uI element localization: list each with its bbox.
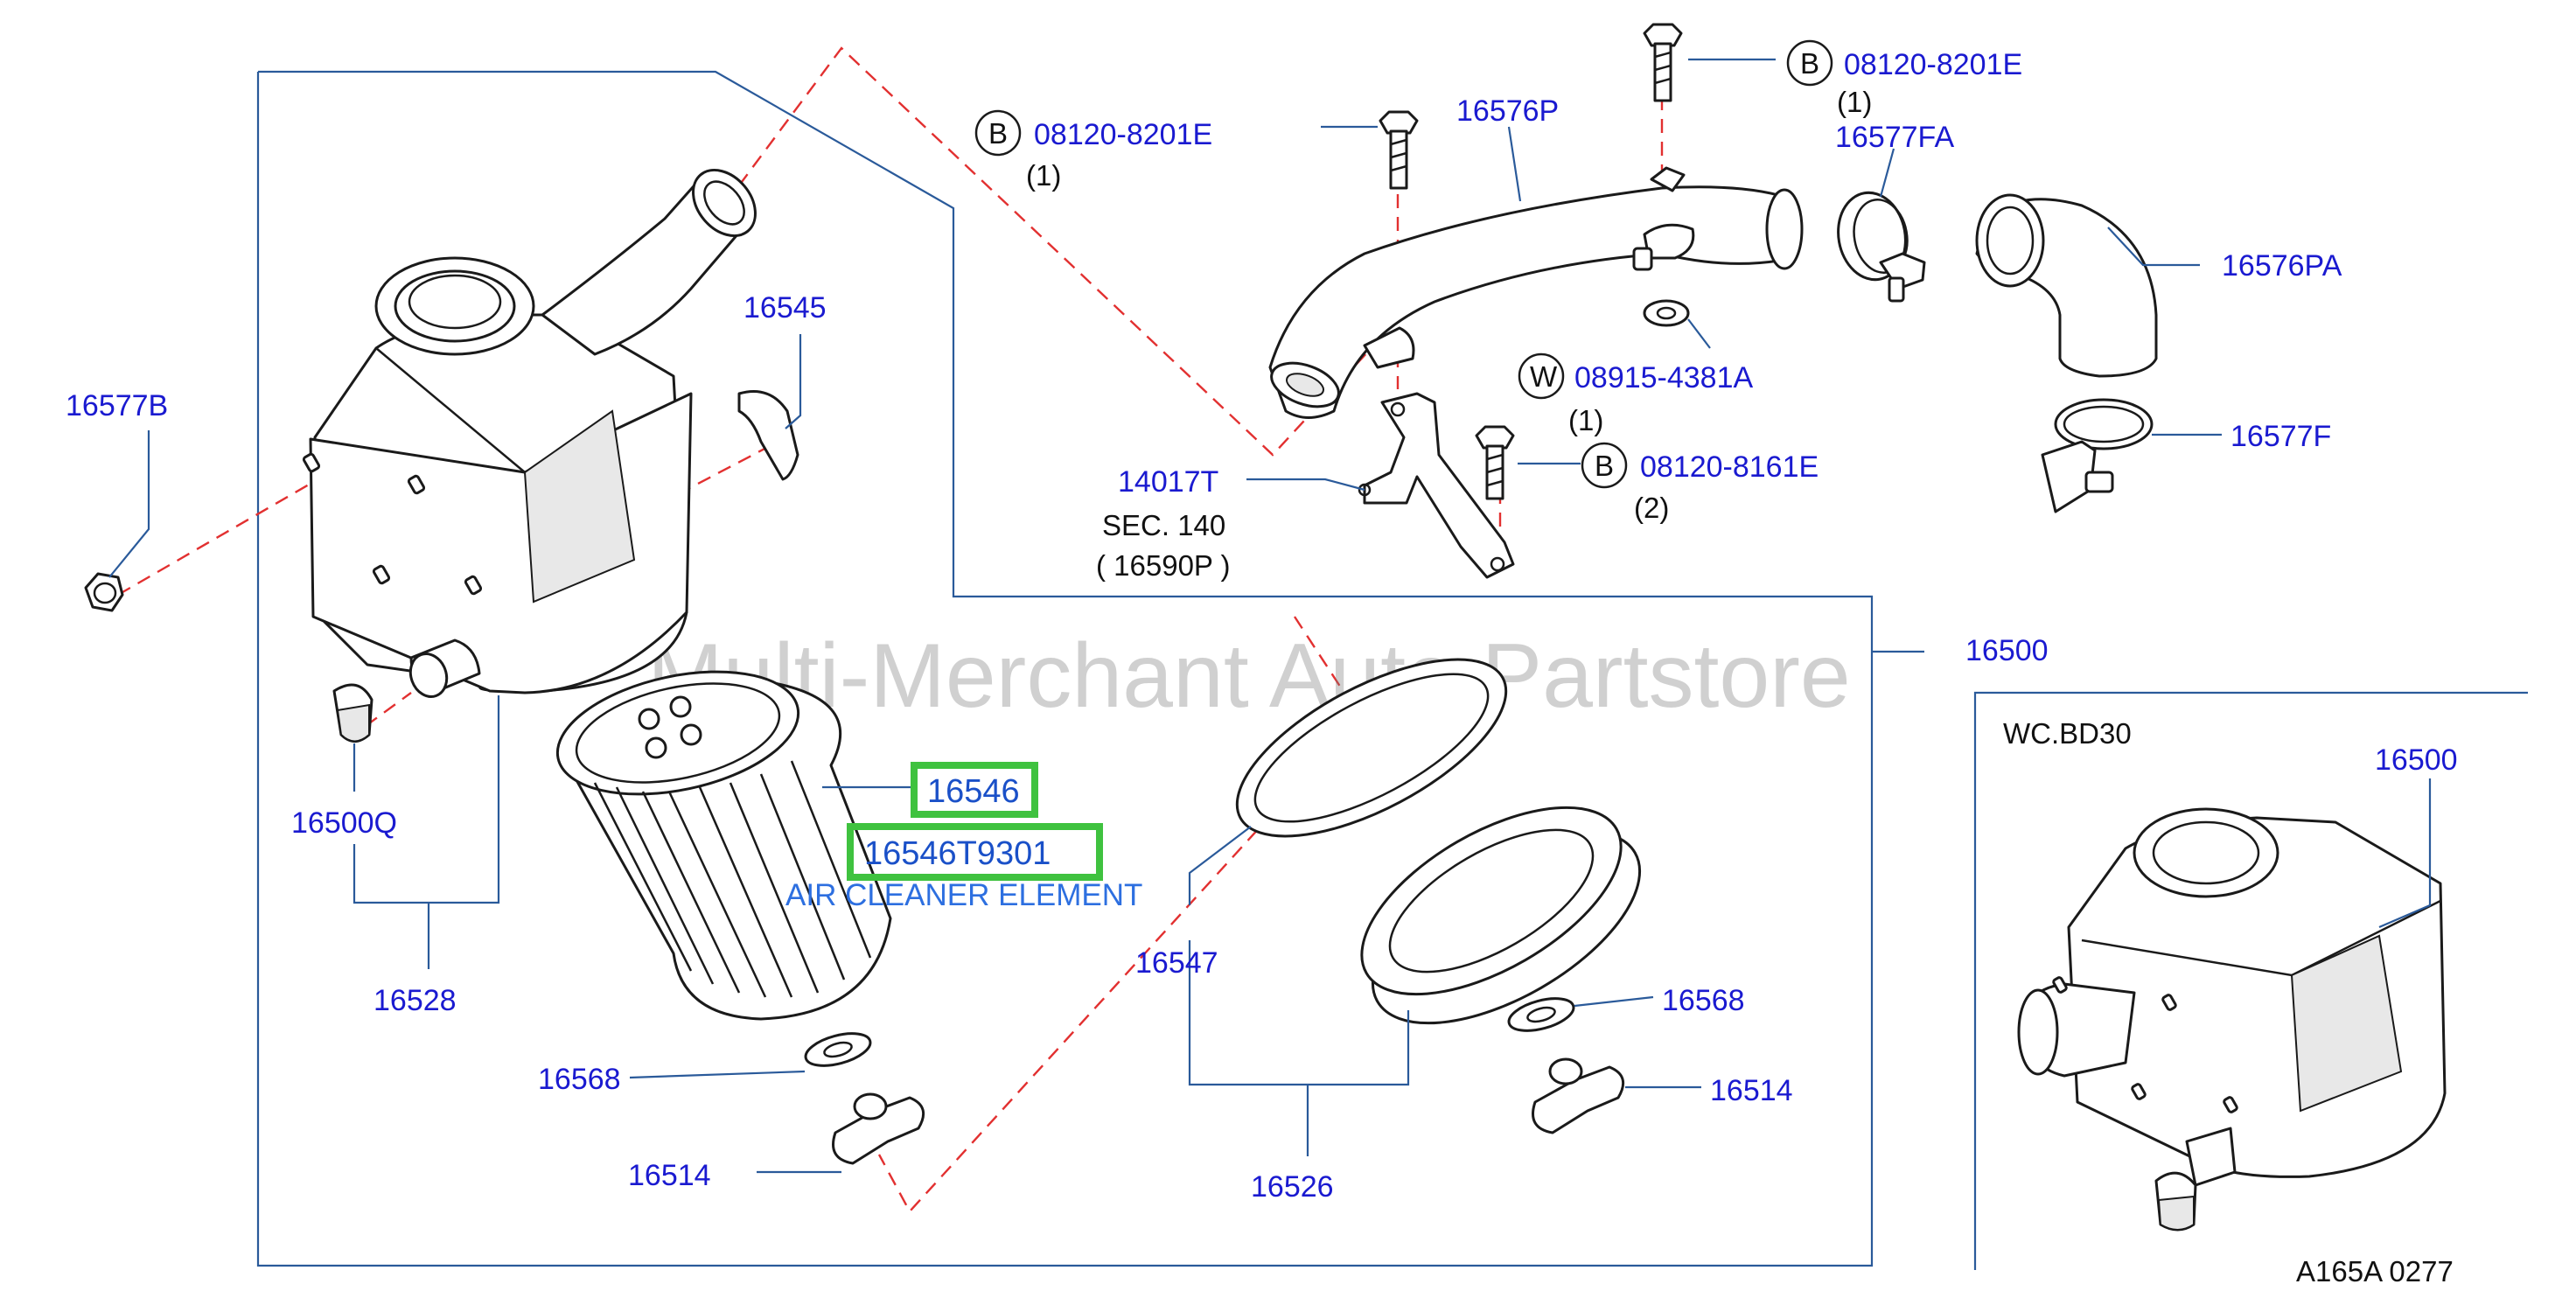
label-16577FA: 16577FA (1835, 121, 1954, 154)
bolt-08120-8161E (1475, 425, 1515, 500)
bracket-14017T (1358, 326, 1515, 579)
washer-16568-left (804, 1032, 872, 1067)
label-16546: 16546 (927, 773, 1020, 810)
label-16500Q: 16500Q (291, 806, 397, 840)
leader-16545 (785, 334, 802, 429)
label-16528: 16528 (373, 984, 457, 1017)
bolt-08120-8201E-top (1643, 23, 1683, 102)
dashed-line-lower (877, 616, 1362, 1214)
wing-bolt-16514-right (1532, 1057, 1625, 1134)
leader-16547 (1188, 940, 1410, 1086)
b-letter-3: B (1595, 450, 1614, 482)
label-16576PA: 16576PA (2222, 249, 2342, 283)
w-letter: W (1530, 360, 1558, 393)
b-circle-2 (1786, 39, 1833, 87)
b-circle-3 (1581, 442, 1628, 489)
label-w-qty: (1) (1568, 404, 1603, 436)
dashed-line-top (738, 46, 1379, 457)
label-16514-left: 16514 (628, 1159, 711, 1192)
label-16568-right: 16568 (1662, 984, 1745, 1017)
b-letter-1: B (988, 117, 1008, 150)
washer-hole-right (1526, 1006, 1556, 1023)
label-16514-right: 16514 (1710, 1074, 1793, 1107)
label-sec-line1: SEC. 140 (1102, 509, 1225, 541)
label-b1-code: 08120-8201E (1034, 118, 1212, 151)
leader-16576P (1507, 126, 1522, 202)
inset-air-cleaner (2017, 807, 2447, 1232)
highlight-box-16546 (911, 762, 1038, 818)
leader-w (1687, 318, 1711, 349)
bolt-08120-8201E-center (1379, 110, 1419, 190)
label-16546T9301: 16546T9301 (864, 835, 1051, 872)
label-b2-code: 08120-8201E (1844, 48, 2022, 81)
washer-16568-right (1507, 997, 1575, 1032)
b-letter-2: B (1800, 47, 1819, 80)
dashed-line-drain (365, 692, 412, 727)
label-b1-qty: (1) (1026, 159, 1061, 192)
hose-16576PA (1975, 193, 2158, 378)
washer-08915-4381A (1643, 299, 1690, 327)
leader-16568-right (1574, 995, 1654, 1008)
label-wc-title: WC.BD30 (2003, 717, 2132, 750)
leader-14017T (1246, 478, 1365, 492)
wing-bolt-16514-left (832, 1092, 925, 1165)
label-16547: 16547 (1135, 946, 1218, 980)
label-sec-line2: ( 16590P ) (1096, 549, 1231, 582)
label-b2-qty: (1) (1837, 86, 1872, 118)
w-circle (1518, 352, 1565, 400)
label-b3-code: 08120-8161E (1640, 450, 1819, 484)
leader-16528 (353, 695, 500, 904)
highlight-box-16546T9301 (847, 823, 1103, 881)
leader-16568-left (629, 1070, 806, 1079)
dashed-line-clip (677, 444, 771, 496)
label-16545: 16545 (743, 291, 827, 324)
label-14017T: 14017T (1118, 465, 1218, 499)
bracket-16545 (737, 390, 799, 481)
label-16500-main: 16500 (1965, 634, 2049, 667)
leader-16547-up (1188, 826, 1252, 905)
duct-16576P (1268, 166, 1804, 419)
label-16526: 16526 (1251, 1170, 1334, 1204)
leader-16577FA (1879, 148, 1895, 198)
leader-16577B (108, 430, 150, 578)
label-diagram-code: A165A 0277 (2296, 1255, 2454, 1288)
assembly-frame (256, 70, 1874, 1267)
b-circle-1 (974, 109, 1022, 157)
drain-valve-16500Q (332, 683, 373, 743)
leader-16576PA (2107, 227, 2200, 267)
gasket-16547 (1235, 658, 1508, 838)
inset-frame (1973, 691, 2528, 1270)
air-cleaner-housing (302, 168, 757, 698)
label-16576P: 16576P (1456, 94, 1559, 128)
label-16577F: 16577F (2230, 420, 2331, 453)
nut-16577B (84, 572, 124, 612)
label-air-cleaner-element: AIR CLEANER ELEMENT (785, 878, 1142, 912)
label-w-code: 08915-4381A (1574, 361, 1754, 394)
clamp-16577F (2041, 398, 2154, 513)
watermark: Multi-Merchant Auto Partstore (647, 625, 1851, 727)
label-16500-inset: 16500 (2375, 743, 2458, 777)
cover-16526 (1360, 806, 1642, 1025)
air-cleaner-element (555, 670, 892, 1021)
washer-hole-left (823, 1041, 853, 1058)
dashed-line-nut (117, 479, 316, 597)
label-b3-qty: (2) (1634, 492, 1669, 524)
leader-16500-inset (2378, 778, 2432, 929)
label-16577B: 16577B (66, 389, 168, 422)
clamp-16577FA (1837, 191, 1926, 303)
label-16568-left: 16568 (538, 1063, 621, 1096)
